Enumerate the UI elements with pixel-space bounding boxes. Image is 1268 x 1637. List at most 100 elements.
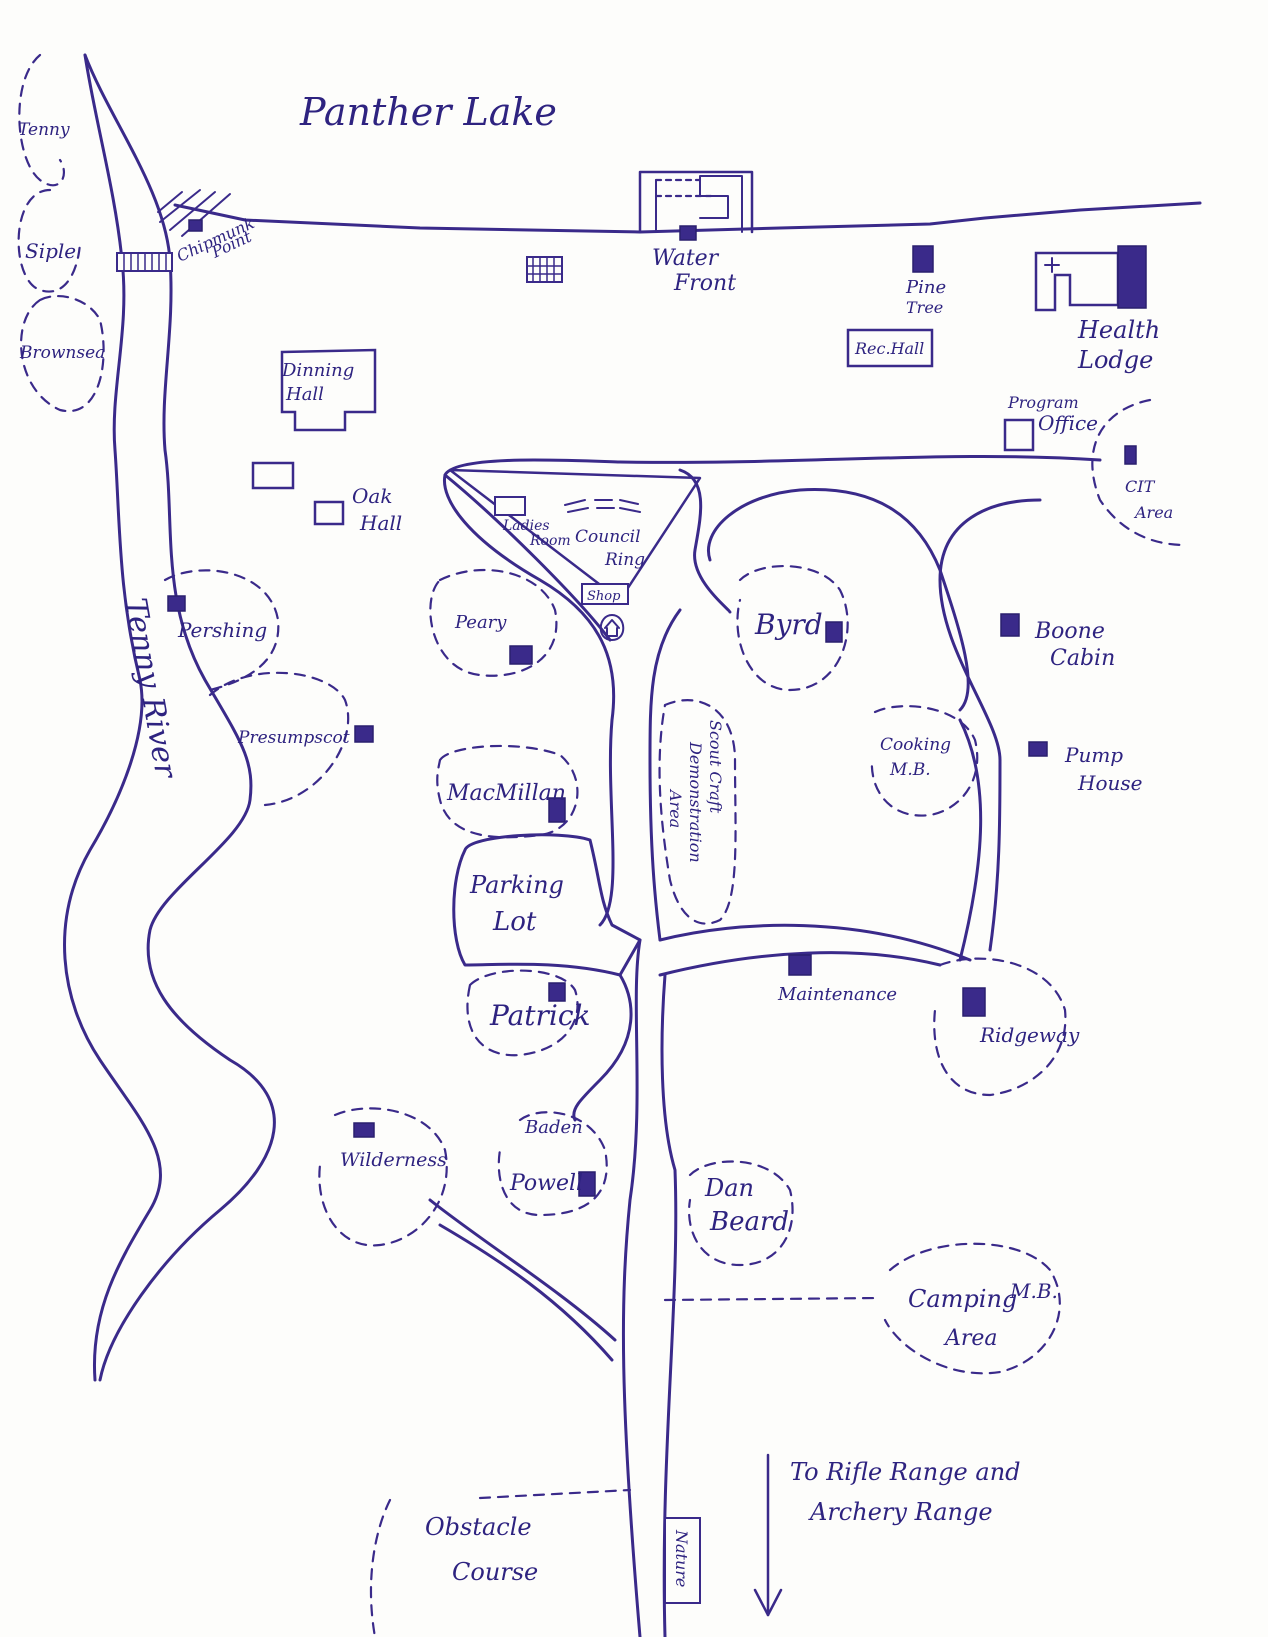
powell-label: Powell [509, 1171, 583, 1196]
shop-label: Shop [587, 589, 621, 604]
house-label: House [1077, 771, 1142, 795]
nature-label: Nature [672, 1529, 691, 1587]
dan-beard-site-boundary [688, 1160, 794, 1267]
baden-powell-site-boundary [497, 1111, 608, 1217]
cooking-label: Cooking [880, 735, 951, 755]
office-label: Office [1038, 411, 1098, 435]
water-label: Water [652, 246, 720, 271]
oak-hall-building-1 [251, 461, 295, 490]
road-wilderness [428, 1198, 617, 1362]
siple-site-boundary [17, 188, 82, 293]
rifle-range-label-line1: To Rifle Range and [790, 1458, 1021, 1486]
presumpscot-label: Presumpscot [237, 728, 350, 748]
scout-craft-label: Scout Craft [706, 720, 725, 814]
ladies-room-box [494, 496, 526, 516]
pump-label: Pump [1064, 743, 1123, 767]
bridge [116, 252, 173, 272]
patrick-marker [548, 982, 566, 1002]
trail-camping [663, 1296, 882, 1302]
road-right-inner [958, 718, 983, 962]
health-label: Health [1077, 316, 1160, 344]
cit-marker [1124, 445, 1137, 465]
rec-hall-label: Rec.Hall [854, 339, 924, 358]
lake-label: Panther Lake [299, 90, 557, 134]
dan-label: Dan [704, 1174, 754, 1202]
road-patrick [572, 973, 633, 1122]
byrd-site-boundary [736, 565, 849, 692]
wilderness-label: Wilderness [340, 1149, 447, 1171]
obstacle-course-boundary [369, 1498, 392, 1637]
scout-craft-area-boundary [658, 699, 737, 925]
lot-label: Lot [492, 907, 537, 937]
shoreline-shed-grid [526, 256, 563, 283]
program-label: Program [1007, 393, 1079, 412]
oak-hall-label: Hall [359, 511, 402, 535]
byrd-label: Byrd [754, 608, 823, 641]
byrd-marker [825, 621, 843, 643]
cit-label: CIT [1125, 477, 1156, 496]
cooking-mb-boundary [870, 705, 979, 817]
camping-mb-label: M.B. [1009, 1279, 1058, 1303]
road-right-loop [938, 498, 1042, 952]
cit-area-boundary [1091, 398, 1187, 547]
trail-obstacle [478, 1488, 632, 1500]
hall-label: Hall [285, 384, 324, 405]
tree-label: Tree [906, 298, 943, 317]
parking-label: Parking [469, 871, 564, 899]
road-main-south-east [660, 973, 678, 1637]
pershing-marker [167, 595, 186, 612]
patrick-label: Patrick [489, 999, 591, 1032]
lake-shoreline [173, 201, 1202, 234]
course-label: Course [452, 1558, 538, 1586]
road-main-south-west [621, 938, 642, 1637]
brownsea-site-boundary [20, 295, 105, 413]
maintenance-label: Maintenance [777, 984, 897, 1005]
presumpscot-marker [354, 725, 374, 743]
scout-craft-area-label: Area [666, 788, 685, 828]
oak-label: Oak [352, 484, 392, 508]
nature-box [664, 1517, 701, 1604]
pershing-label: Pershing [177, 618, 267, 642]
tenny-river-label: Tenny River [117, 595, 183, 782]
camping-label: Camping [908, 1285, 1017, 1313]
dinning-label: Dinning [281, 360, 354, 381]
siple-site-label: Siple [25, 239, 76, 263]
camping-mb-area-boundary [883, 1242, 1061, 1375]
boone-marker [1000, 613, 1020, 637]
cooking-mb-label: M.B. [889, 760, 931, 780]
program-office-box [1003, 418, 1035, 452]
health-lodge-building [1034, 245, 1147, 312]
road-council-loop [442, 455, 1102, 927]
chipmunk-point-marker [188, 219, 203, 232]
pine-tree-marker [912, 245, 934, 273]
dining-hall-outline [280, 348, 377, 432]
ridgeway-site-boundary [933, 957, 1067, 1097]
macmillan-site-boundary [436, 744, 579, 839]
tenny-river-right-bank [83, 53, 276, 1382]
point-hatching [157, 189, 231, 237]
ring-label: Ring [604, 550, 645, 570]
tenny-river-left-bank [63, 53, 162, 1382]
ridgeway-label: Ridgeway [979, 1023, 1080, 1047]
road-maintenance [658, 923, 972, 977]
shop-symbol [599, 614, 625, 641]
road-inner-left [448, 468, 702, 602]
pump-house-marker [1028, 741, 1048, 757]
room-label: Room [529, 533, 571, 549]
peary-marker [509, 645, 533, 665]
wilderness-site-boundary [318, 1107, 448, 1247]
patrick-site-boundary [466, 969, 579, 1057]
maintenance-marker [788, 954, 812, 976]
brownsea-site-label: Brownsea [19, 343, 105, 363]
shop-box [581, 583, 629, 605]
presumpscot-site-boundary [208, 671, 350, 807]
rec-hall-box [846, 328, 934, 368]
lodge-label: Lodge [1077, 346, 1153, 374]
ridgeway-marker [962, 987, 986, 1017]
waterfront-dock [638, 170, 754, 234]
camping-area-label: Area [943, 1326, 998, 1351]
ladies-label: Ladies [502, 518, 550, 534]
macmillan-label: MacMillan [446, 781, 566, 806]
demonstration-label: Demonstration [686, 741, 705, 863]
